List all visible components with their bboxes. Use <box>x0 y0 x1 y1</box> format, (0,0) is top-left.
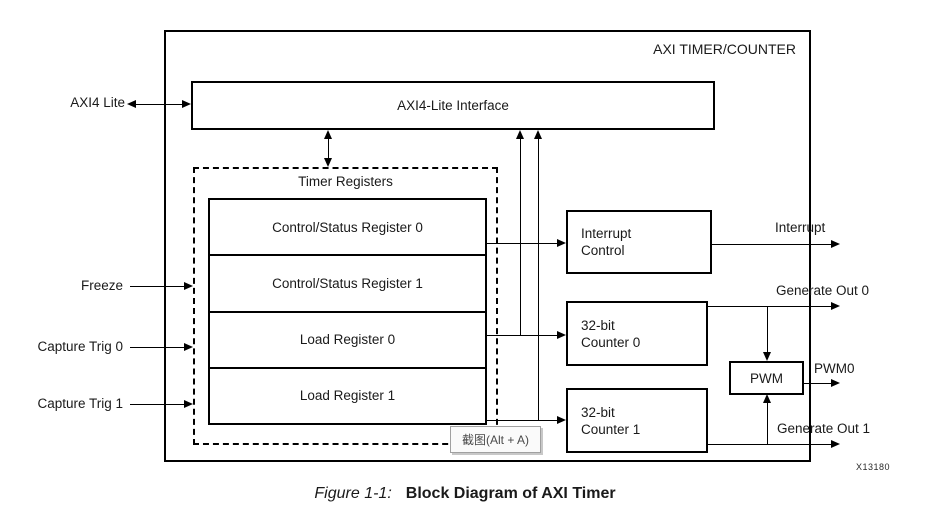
diagram-title: AXI TIMER/COUNTER <box>653 41 796 57</box>
axi4-lite-bus-line <box>135 104 184 105</box>
axi4-lite-arrowhead-left-icon <box>127 100 136 108</box>
capture-trig-1-input-label: Capture Trig 1 <box>37 396 123 411</box>
axi4-lite-arrowhead-right-icon <box>182 100 191 108</box>
figure-caption-title: Block Diagram of AXI Timer <box>405 485 616 502</box>
freeze-input-line <box>130 286 184 287</box>
counter1-label: 32-bit Counter 1 <box>581 404 641 437</box>
generate-out-1-line <box>708 444 831 445</box>
counter1-box: 32-bit Counter 1 <box>566 388 708 453</box>
generate-out-0-arrowhead-icon <box>831 302 840 310</box>
register-row: Load Register 1 <box>299 388 396 404</box>
screenshot-tooltip-label: 截图(Alt + A) <box>461 433 529 447</box>
interface-register-arrowhead-down-icon <box>324 158 332 167</box>
freeze-input-label: Freeze <box>80 278 123 293</box>
register-to-counter1-arrowhead-icon <box>557 416 566 424</box>
interface-register-arrowhead-up-icon <box>324 130 332 139</box>
generate-out-0-line <box>708 306 831 307</box>
capture-trig-0-input-label: Capture Trig 0 <box>37 339 123 354</box>
readback-bus-1-arrowhead-icon <box>534 130 542 139</box>
register-to-counter0-arrowhead-icon <box>557 331 566 339</box>
register-stack: Control/Status Register 0 Control/Status… <box>208 198 487 425</box>
readback-bus-1-line <box>538 138 539 420</box>
register-to-counter0-line <box>486 335 557 336</box>
capture-trig-1-arrowhead-icon <box>184 400 193 408</box>
interrupt-control-box: Interrupt Control <box>566 210 712 274</box>
interrupt-output-arrowhead-icon <box>831 240 840 248</box>
interrupt-output-line <box>712 244 831 245</box>
freeze-input-arrowhead-icon <box>184 282 193 290</box>
axi4-lite-interface-label: AXI4-Lite Interface <box>397 98 509 113</box>
generate-out-1-arrowhead-icon <box>831 440 840 448</box>
capture-trig-0-input-line <box>130 347 184 348</box>
pwm0-output-line <box>804 383 831 384</box>
readback-bus-0-line <box>520 138 521 335</box>
capture-trig-1-input-line <box>130 404 184 405</box>
generate-out-0-label: Generate Out 0 <box>776 283 870 298</box>
counter0-box: 32-bit Counter 0 <box>566 301 708 366</box>
timer-registers-label: Timer Registers <box>298 174 393 189</box>
readback-bus-0-arrowhead-icon <box>516 130 524 139</box>
part-number: X13180 <box>856 462 891 472</box>
register-to-counter1-line <box>486 420 557 421</box>
interrupt-output-label: Interrupt <box>775 220 826 235</box>
axi4-lite-interface-box: AXI4-Lite Interface <box>191 81 715 130</box>
timer-registers-group <box>193 167 498 445</box>
genout0-to-pwm-line <box>767 306 768 353</box>
interrupt-control-label: Interrupt Control <box>581 226 632 258</box>
genout1-to-pwm-line <box>767 402 768 444</box>
interface-register-bus-line <box>328 138 329 160</box>
generate-out-1-label: Generate Out 1 <box>777 421 871 436</box>
register-row: Load Register 0 <box>210 313 485 369</box>
pwm-label: PWM <box>750 370 783 386</box>
axi4-lite-port-label: AXI4 Lite <box>70 95 125 110</box>
pwm-box: PWM <box>729 361 804 395</box>
register-to-interrupt-line <box>486 243 557 244</box>
screenshot-tooltip[interactable]: 截图(Alt + A) <box>450 426 541 453</box>
genout1-to-pwm-arrowhead-icon <box>763 394 771 403</box>
pwm0-output-arrowhead-icon <box>831 379 840 387</box>
pwm0-output-label: PWM0 <box>814 361 855 376</box>
register-to-interrupt-arrowhead-icon <box>557 239 566 247</box>
genout0-to-pwm-arrowhead-icon <box>763 352 771 361</box>
figure-caption: Figure 1-1: Block Diagram of AXI Timer <box>0 485 930 503</box>
register-row: Control/Status Register 0 <box>210 200 485 257</box>
counter0-label: 32-bit Counter 0 <box>581 317 641 350</box>
figure-caption-number: Figure 1-1: <box>314 485 392 502</box>
register-row: Control/Status Register 1 <box>210 256 485 313</box>
capture-trig-0-arrowhead-icon <box>184 343 193 351</box>
